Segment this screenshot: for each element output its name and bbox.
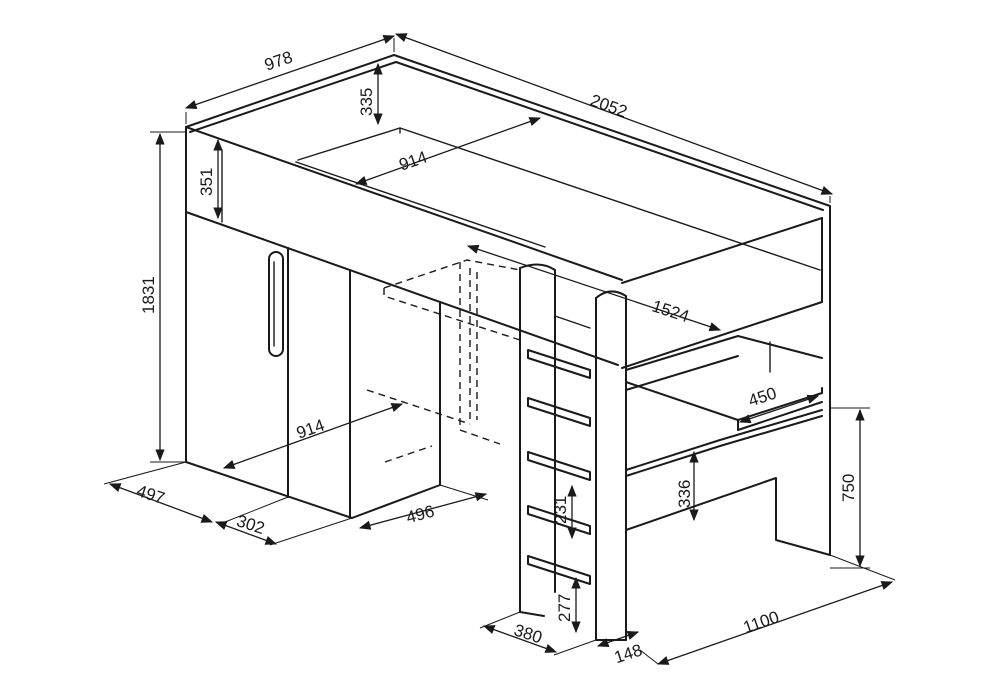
label-496: 496: [404, 502, 436, 528]
mattress-area: [295, 127, 546, 248]
dimension-labels: 978 2052 335 351 914 1831 1524 450 914 3…: [134, 47, 858, 667]
label-497: 497: [134, 481, 167, 508]
label-277: 277: [555, 594, 574, 622]
label-380: 380: [512, 620, 545, 647]
label-750: 750: [839, 474, 858, 502]
label-914-top: 914: [397, 147, 430, 174]
label-336: 336: [675, 480, 694, 508]
label-1100: 1100: [741, 607, 782, 637]
label-148: 148: [612, 640, 645, 667]
ladder: [519, 263, 627, 641]
label-450: 450: [746, 384, 779, 411]
label-302: 302: [234, 511, 267, 538]
wardrobe-handle: [268, 251, 284, 357]
label-335: 335: [357, 88, 376, 116]
label-1524: 1524: [650, 296, 692, 326]
label-1831: 1831: [139, 276, 158, 314]
dimension-lines: [103, 33, 896, 665]
label-978: 978: [262, 47, 295, 74]
hidden-desk: [366, 259, 521, 463]
label-914-bottom: 914: [294, 415, 327, 442]
label-351: 351: [197, 168, 216, 196]
label-231: 231: [551, 496, 570, 524]
desk-unit: [625, 335, 831, 556]
label-2052: 2052: [588, 91, 630, 122]
